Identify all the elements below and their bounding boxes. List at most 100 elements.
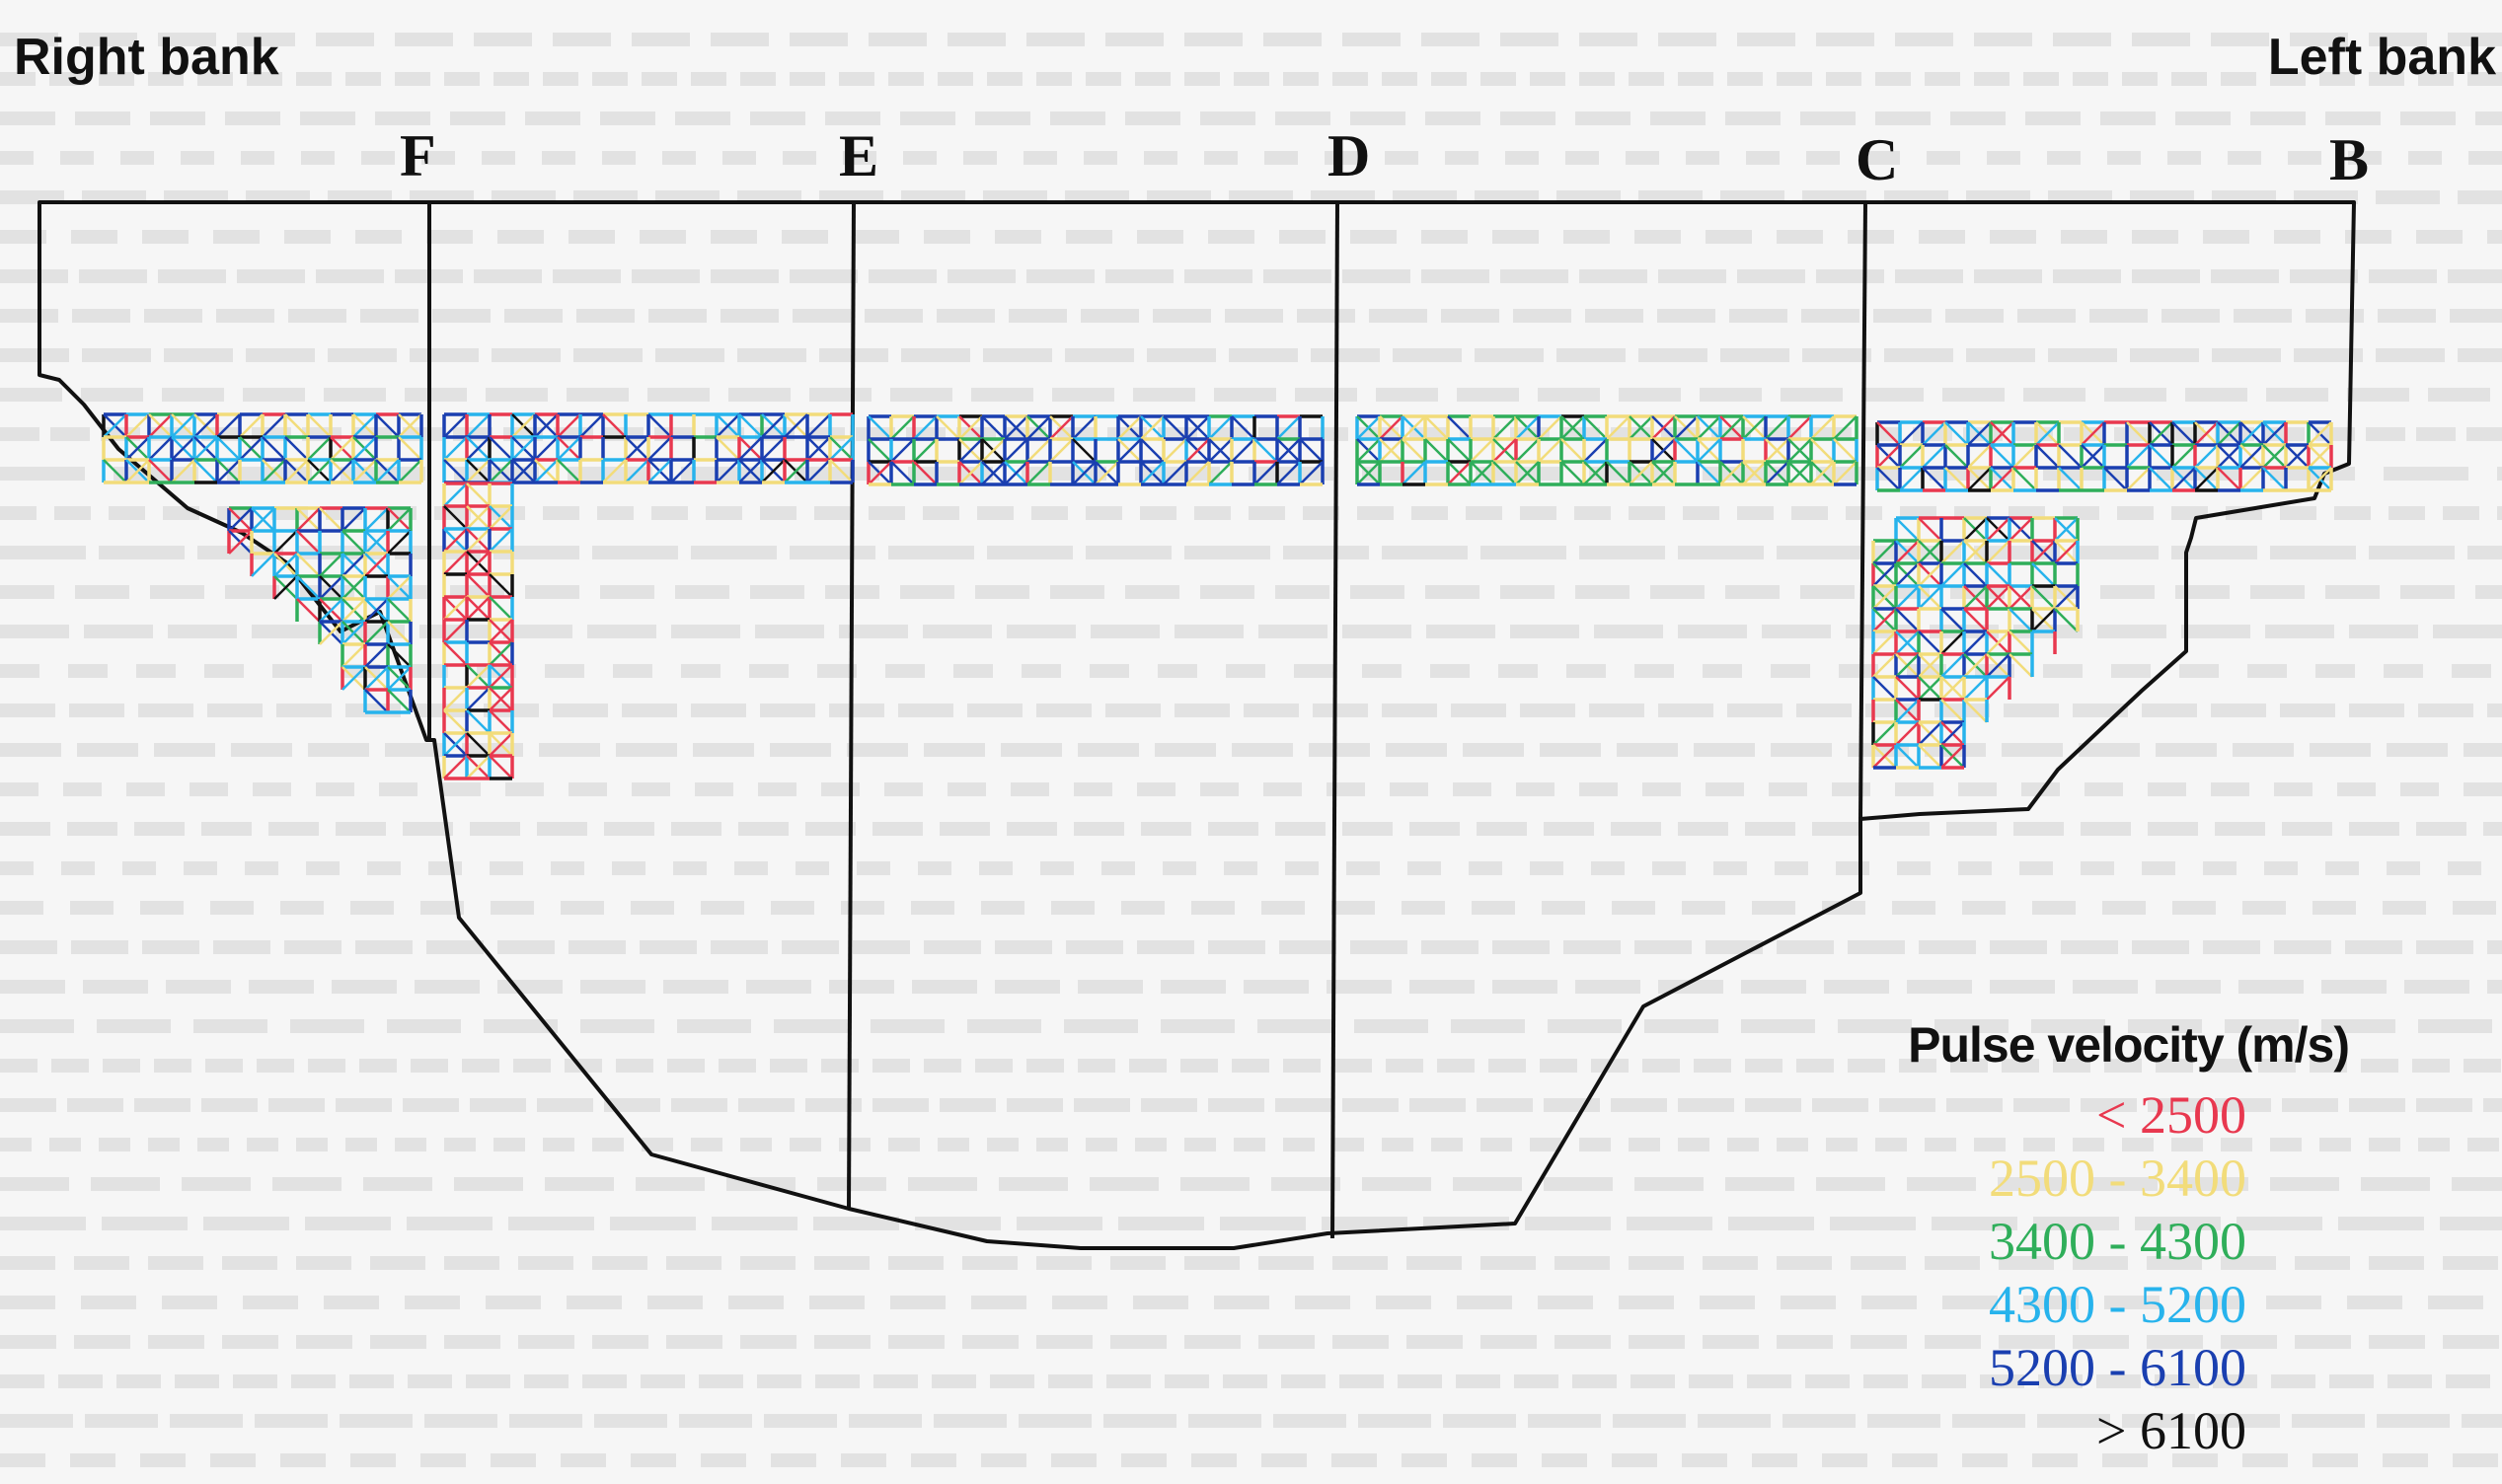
velocity-ray xyxy=(1742,415,1767,440)
velocity-ray xyxy=(443,732,468,757)
velocity-ray xyxy=(489,619,513,643)
velocity-ray xyxy=(1629,461,1653,485)
velocity-ray xyxy=(2149,421,2173,446)
velocity-ray xyxy=(466,596,491,621)
velocity-ray xyxy=(2031,608,2056,632)
velocity-ray xyxy=(2262,421,2287,446)
velocity-ray xyxy=(1895,585,1920,610)
velocity-ray xyxy=(125,436,150,461)
velocity-ray xyxy=(1560,461,1585,485)
velocity-ray xyxy=(1026,415,1051,440)
velocity-ray xyxy=(981,461,1006,485)
velocity-ray xyxy=(1004,461,1028,485)
velocity-ray xyxy=(2103,467,2128,491)
velocity-ray xyxy=(1356,438,1381,463)
velocity-ray xyxy=(284,436,309,461)
velocity-ray xyxy=(1583,461,1608,485)
velocity-ray xyxy=(489,755,513,779)
velocity-ray xyxy=(387,507,412,532)
velocity-grid-e-gallery xyxy=(442,412,855,484)
legend-entry-2500-3400: 2500 - 3400 xyxy=(1989,1149,2246,1208)
velocity-ray xyxy=(489,709,513,734)
velocity-ray xyxy=(341,575,366,600)
velocity-ray xyxy=(1833,415,1858,440)
velocity-ray xyxy=(296,530,321,555)
velocity-ray xyxy=(1140,438,1165,463)
velocity-ray xyxy=(1492,415,1517,440)
velocity-ray xyxy=(602,459,627,483)
velocity-ray xyxy=(829,436,854,461)
velocity-ray xyxy=(1231,415,1255,440)
velocity-ray xyxy=(1276,438,1301,463)
velocity-ray xyxy=(443,619,468,643)
velocity-ray xyxy=(273,575,298,600)
velocity-ray xyxy=(1492,461,1517,485)
velocity-ray xyxy=(1872,721,1897,746)
velocity-ray xyxy=(1253,438,1278,463)
velocity-ray xyxy=(868,461,892,485)
velocity-ray xyxy=(387,689,412,713)
velocity-ray xyxy=(1967,467,1992,491)
section-label-b: B xyxy=(2329,127,2369,192)
velocity-ray xyxy=(489,687,513,711)
velocity-ray xyxy=(375,459,400,483)
velocity-ray xyxy=(1072,461,1097,485)
velocity-ray xyxy=(557,436,581,461)
velocity-ray xyxy=(2009,631,2033,655)
velocity-ray xyxy=(1402,438,1426,463)
velocity-ray xyxy=(489,732,513,757)
velocity-ray xyxy=(466,505,491,530)
velocity-ray xyxy=(296,598,321,623)
velocity-ray xyxy=(1872,585,1897,610)
velocity-ray xyxy=(193,459,218,483)
velocity-ray xyxy=(2054,608,2079,632)
velocity-ray xyxy=(148,459,173,483)
velocity-ray xyxy=(2035,421,2060,446)
velocity-ray xyxy=(1922,444,1946,469)
velocity-ray xyxy=(868,438,892,463)
velocity-ray xyxy=(738,413,763,438)
velocity-ray xyxy=(1208,415,1233,440)
velocity-ray xyxy=(2126,467,2151,491)
velocity-ray xyxy=(557,459,581,483)
velocity-ray xyxy=(1940,653,1965,678)
velocity-ray xyxy=(1742,461,1767,485)
velocity-ray xyxy=(466,459,491,483)
velocity-ray xyxy=(1402,461,1426,485)
section-label-f: F xyxy=(400,123,436,188)
velocity-ray xyxy=(1918,676,1942,701)
velocity-ray xyxy=(443,459,468,483)
section-label-d: D xyxy=(1327,123,1370,188)
velocity-ray xyxy=(262,436,286,461)
velocity-ray xyxy=(1026,438,1051,463)
velocity-ray xyxy=(443,687,468,711)
velocity-ray xyxy=(2054,585,2079,610)
velocity-ray xyxy=(466,528,491,553)
velocity-ray xyxy=(466,732,491,757)
velocity-ray xyxy=(1876,467,1901,491)
velocity-ray xyxy=(1583,415,1608,440)
velocity-ray xyxy=(1967,421,1992,446)
velocity-ray xyxy=(958,461,983,485)
velocity-ray xyxy=(1163,461,1187,485)
velocity-ray xyxy=(1895,653,1920,678)
velocity-ray xyxy=(1356,415,1381,440)
velocity-ray xyxy=(341,643,366,668)
section-label-e: E xyxy=(839,123,878,188)
velocity-ray xyxy=(443,505,468,530)
velocity-ray xyxy=(296,553,321,577)
velocity-ray xyxy=(1606,461,1630,485)
velocity-ray xyxy=(125,413,150,438)
velocity-ray xyxy=(625,436,649,461)
velocity-ray xyxy=(443,413,468,438)
velocity-ray xyxy=(352,436,377,461)
velocity-ray xyxy=(1299,438,1324,463)
velocity-ray xyxy=(761,413,786,438)
velocity-ray xyxy=(1918,653,1942,678)
velocity-ray xyxy=(868,415,892,440)
velocity-ray xyxy=(1940,699,1965,723)
velocity-ray xyxy=(1899,467,1924,491)
velocity-ray xyxy=(2031,540,2056,564)
velocity-ray xyxy=(738,459,763,483)
